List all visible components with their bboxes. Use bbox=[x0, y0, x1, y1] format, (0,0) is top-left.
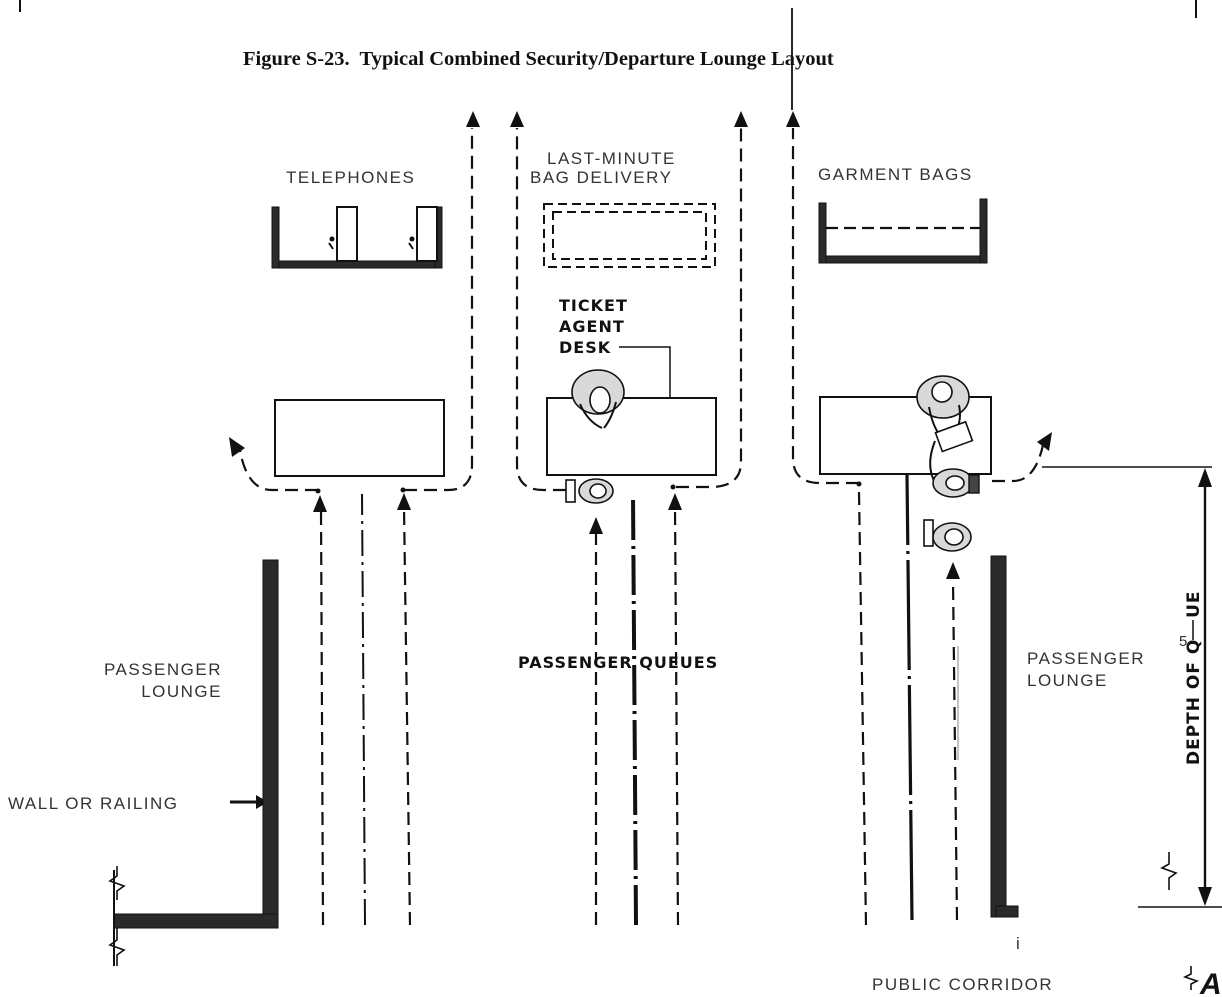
queue-lane-4 bbox=[673, 507, 680, 926]
label-stray-i: i bbox=[1016, 934, 1021, 953]
label-wall-or-railing: WALL OR RAILING bbox=[8, 794, 179, 813]
queue-lane-2-arrow bbox=[397, 493, 411, 510]
queue-lane-1 bbox=[319, 509, 325, 926]
lane-divider-left bbox=[361, 493, 366, 926]
arrow-up-left-lane bbox=[510, 111, 524, 127]
label-passenger-queues: PASSENGER QUEUES bbox=[518, 653, 718, 672]
flow-left-to-lounge bbox=[238, 449, 318, 492]
queue-lane-1-dot bbox=[315, 488, 321, 494]
ticket-agent-desk bbox=[546, 397, 717, 476]
label-depth-of-queue: DEPTH OF Q UE bbox=[1184, 590, 1204, 765]
figure-title: Figure S-23. Typical Combined Security/D… bbox=[243, 48, 834, 70]
lane-divider-center bbox=[631, 493, 638, 926]
label-public-corridor: PUBLIC CORRIDOR bbox=[872, 975, 1053, 994]
break-symbol-left-upper bbox=[108, 866, 126, 900]
flow-right-up-garment bbox=[791, 128, 859, 485]
label-desk: DESK bbox=[559, 338, 611, 357]
break-symbol-right bbox=[1160, 852, 1178, 890]
queue-lane-5-dot bbox=[856, 481, 862, 487]
passenger-figure-queue-right bbox=[923, 519, 972, 552]
queue-lane-2 bbox=[402, 507, 412, 926]
bag-delivery-box bbox=[543, 203, 716, 268]
label-last-minute: LAST-MINUTE bbox=[547, 149, 676, 168]
queue-lane-5 bbox=[857, 491, 868, 926]
label-ticket: TICKET bbox=[559, 296, 628, 315]
queue-lane-3-arrow bbox=[589, 517, 603, 534]
flow-right-exit bbox=[992, 444, 1045, 483]
break-symbol-bottom bbox=[1182, 966, 1200, 990]
queue-lane-4-arrow bbox=[668, 493, 682, 510]
label-passenger-lounge-left-2: LOUNGE bbox=[141, 682, 222, 701]
label-bag-delivery: BAG DELIVERY bbox=[530, 168, 672, 187]
flow-left-up-telephones bbox=[404, 128, 474, 492]
label-garment-bags: GARMENT BAGS bbox=[818, 165, 973, 184]
queue-lane-6 bbox=[951, 579, 959, 921]
queue-lane-1-arrow bbox=[313, 495, 327, 512]
wall-left-horizontal bbox=[113, 913, 279, 929]
corner-mark: AI bbox=[1199, 968, 1222, 997]
ticket-agent-figure bbox=[571, 369, 625, 429]
right-desk-agent-figure bbox=[916, 375, 974, 453]
depth-of-queue-dimension: DEPTH OF Q UE bbox=[1042, 466, 1222, 908]
telephones-booth bbox=[271, 206, 443, 269]
arrow-right-exit bbox=[1037, 432, 1052, 451]
label-agent: AGENT bbox=[559, 317, 625, 336]
passenger-figure-center bbox=[565, 478, 614, 504]
arrow-up-garment-lane bbox=[786, 111, 800, 127]
arrow-up-right-lane bbox=[734, 111, 748, 127]
label-telephones: TELEPHONES bbox=[286, 168, 415, 187]
ticket-desk-leader bbox=[619, 346, 671, 398]
label-stray-5: 5 bbox=[1179, 633, 1189, 650]
wall-pointer-arrowhead bbox=[256, 795, 268, 809]
arrow-left-exit bbox=[229, 437, 245, 457]
passenger-figure-right-desk bbox=[929, 440, 980, 498]
garment-bags-rack bbox=[818, 198, 988, 264]
break-symbol-left-lower bbox=[108, 928, 126, 966]
lane-divider-right bbox=[905, 474, 914, 921]
label-passenger-lounge-right-1: PASSENGER bbox=[1027, 649, 1145, 668]
queue-lane-4-dot bbox=[670, 484, 676, 490]
queue-lane-6-arrow bbox=[946, 562, 960, 579]
arrow-up-telephones bbox=[466, 111, 480, 127]
desk-left bbox=[274, 399, 445, 477]
flow-center-up-left bbox=[515, 128, 566, 492]
wall-right-foot bbox=[995, 905, 1019, 918]
wall-left-vertical bbox=[262, 559, 279, 929]
label-passenger-lounge-left-1: PASSENGER bbox=[104, 660, 222, 679]
wall-right-vertical bbox=[990, 555, 1007, 918]
label-passenger-lounge-right-2: LOUNGE bbox=[1027, 671, 1108, 690]
queue-lane-2-dot bbox=[400, 487, 406, 493]
